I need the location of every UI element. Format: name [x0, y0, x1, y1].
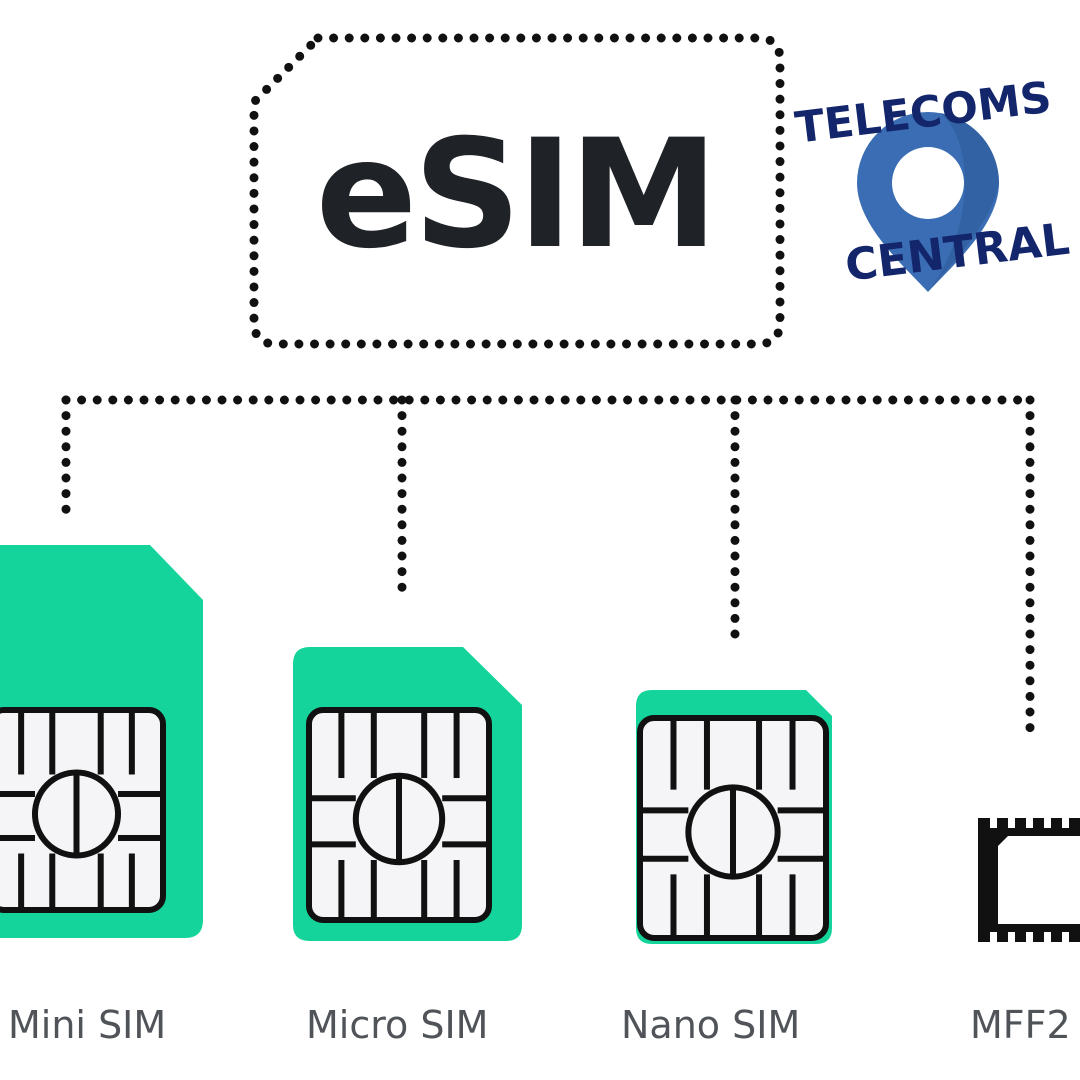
connector-lines: [61, 395, 1035, 742]
micro-sim-chip: [306, 707, 492, 923]
esim-title: eSIM: [315, 108, 719, 282]
mini-sim-label: Mini SIM: [8, 1003, 167, 1047]
nano-sim-label: Nano SIM: [621, 1003, 801, 1047]
nano-sim-chip: [637, 715, 829, 941]
mini-sim-chip: [0, 707, 166, 913]
esim-dotted-outline: [249, 33, 785, 349]
micro-sim-label: Micro SIM: [306, 1003, 489, 1047]
location-pin-icon: [857, 112, 999, 292]
mff2-chip-icon: [978, 818, 1080, 942]
mff2-label: MFF2: [970, 1003, 1071, 1047]
